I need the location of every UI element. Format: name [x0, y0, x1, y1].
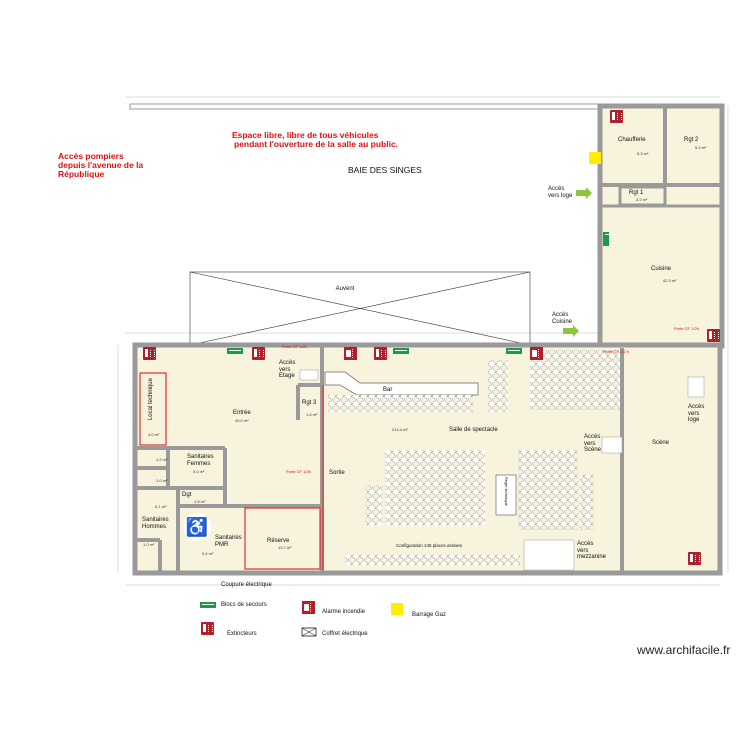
- stairs-etage: [299, 369, 319, 381]
- gas-valve-icon: [391, 603, 403, 615]
- room-cuisine: Cuisine: [651, 266, 672, 272]
- extinguisher-icon: [143, 347, 156, 360]
- seat-block: [328, 395, 473, 412]
- auvent-label: Auvent: [335, 286, 355, 292]
- bar-counter: [324, 371, 479, 396]
- seat-block: [488, 360, 508, 412]
- archifacile-watermark: www.archifacile.fr: [637, 643, 731, 657]
- extinguisher-icon: [374, 347, 387, 360]
- extinguisher-icon: [688, 552, 701, 565]
- extinguisher-icon: [610, 110, 623, 123]
- extinguisher-icon: [707, 329, 720, 342]
- exit-sign-icon: [506, 348, 522, 354]
- room-scene: Scène: [652, 440, 670, 446]
- arrow-right-icon: [563, 325, 579, 337]
- room-salle: Salle de spectacle: [449, 427, 498, 433]
- seat-block: [365, 485, 383, 525]
- interior-walls: [137, 345, 624, 573]
- gas-valve-icon: [589, 152, 601, 164]
- seat-block: [530, 350, 620, 410]
- fire-walls: [139, 372, 324, 570]
- room-dgt: Dgt: [182, 492, 192, 498]
- stairs-mezzanine: [523, 539, 575, 571]
- room-entree: Entrée: [233, 410, 251, 416]
- coupure-label: Coupure électrique: [221, 582, 272, 588]
- auvent: [189, 271, 531, 346]
- baie-label: BAIE DES SINGES: [348, 165, 422, 175]
- wheelchair-icon: [183, 513, 211, 541]
- electrical-box-icon: [301, 627, 317, 637]
- fire-alarm-icon: [530, 347, 543, 360]
- seat-block: [345, 555, 520, 565]
- sortie-label: Sortie: [329, 470, 345, 476]
- exit-sign-icon: [227, 348, 243, 354]
- exit-sign-icon: [393, 348, 409, 354]
- room-chaufferie: Chaufferie: [618, 137, 646, 143]
- room-rgt1: Rgt 1: [629, 190, 644, 196]
- extinguisher-icon: [201, 622, 214, 635]
- regie-label: Régie technique: [504, 477, 509, 506]
- room-sanitaires-femmes: Sanitaires Femmes: [187, 454, 214, 467]
- svg-text:♿: ♿: [186, 516, 208, 537]
- configuration-label: Configuration 145 places assises: [396, 543, 463, 548]
- room-rgt2: Rgt 2: [684, 137, 699, 143]
- exit-sign-icon: [603, 232, 617, 246]
- regie-desk: [495, 474, 517, 516]
- room-sanitaires-pmr: Sanitaires PMR: [215, 535, 242, 548]
- annex-outline: [597, 103, 725, 349]
- room-reserve: Réserve: [267, 538, 290, 544]
- stairs-loge: [687, 376, 705, 398]
- seat-block: [518, 450, 578, 530]
- seat-block: [385, 450, 485, 525]
- seat-block: [580, 475, 594, 530]
- room-sanitaires-hommes: Sanitaires Hommes: [142, 517, 169, 530]
- fire-alarm-icon: [344, 347, 357, 360]
- stairs-scene: [601, 436, 623, 454]
- room-rgt3: Rgt 3: [302, 400, 317, 406]
- extinguisher-icon: [252, 347, 265, 360]
- room-local-technique: Local technique: [148, 378, 154, 421]
- seating: [328, 350, 620, 565]
- exit-sign-icon: [200, 602, 216, 608]
- bar-label: Bar: [383, 387, 393, 393]
- fire-alarm-icon: [302, 601, 315, 614]
- arrow-right-icon: [576, 187, 592, 199]
